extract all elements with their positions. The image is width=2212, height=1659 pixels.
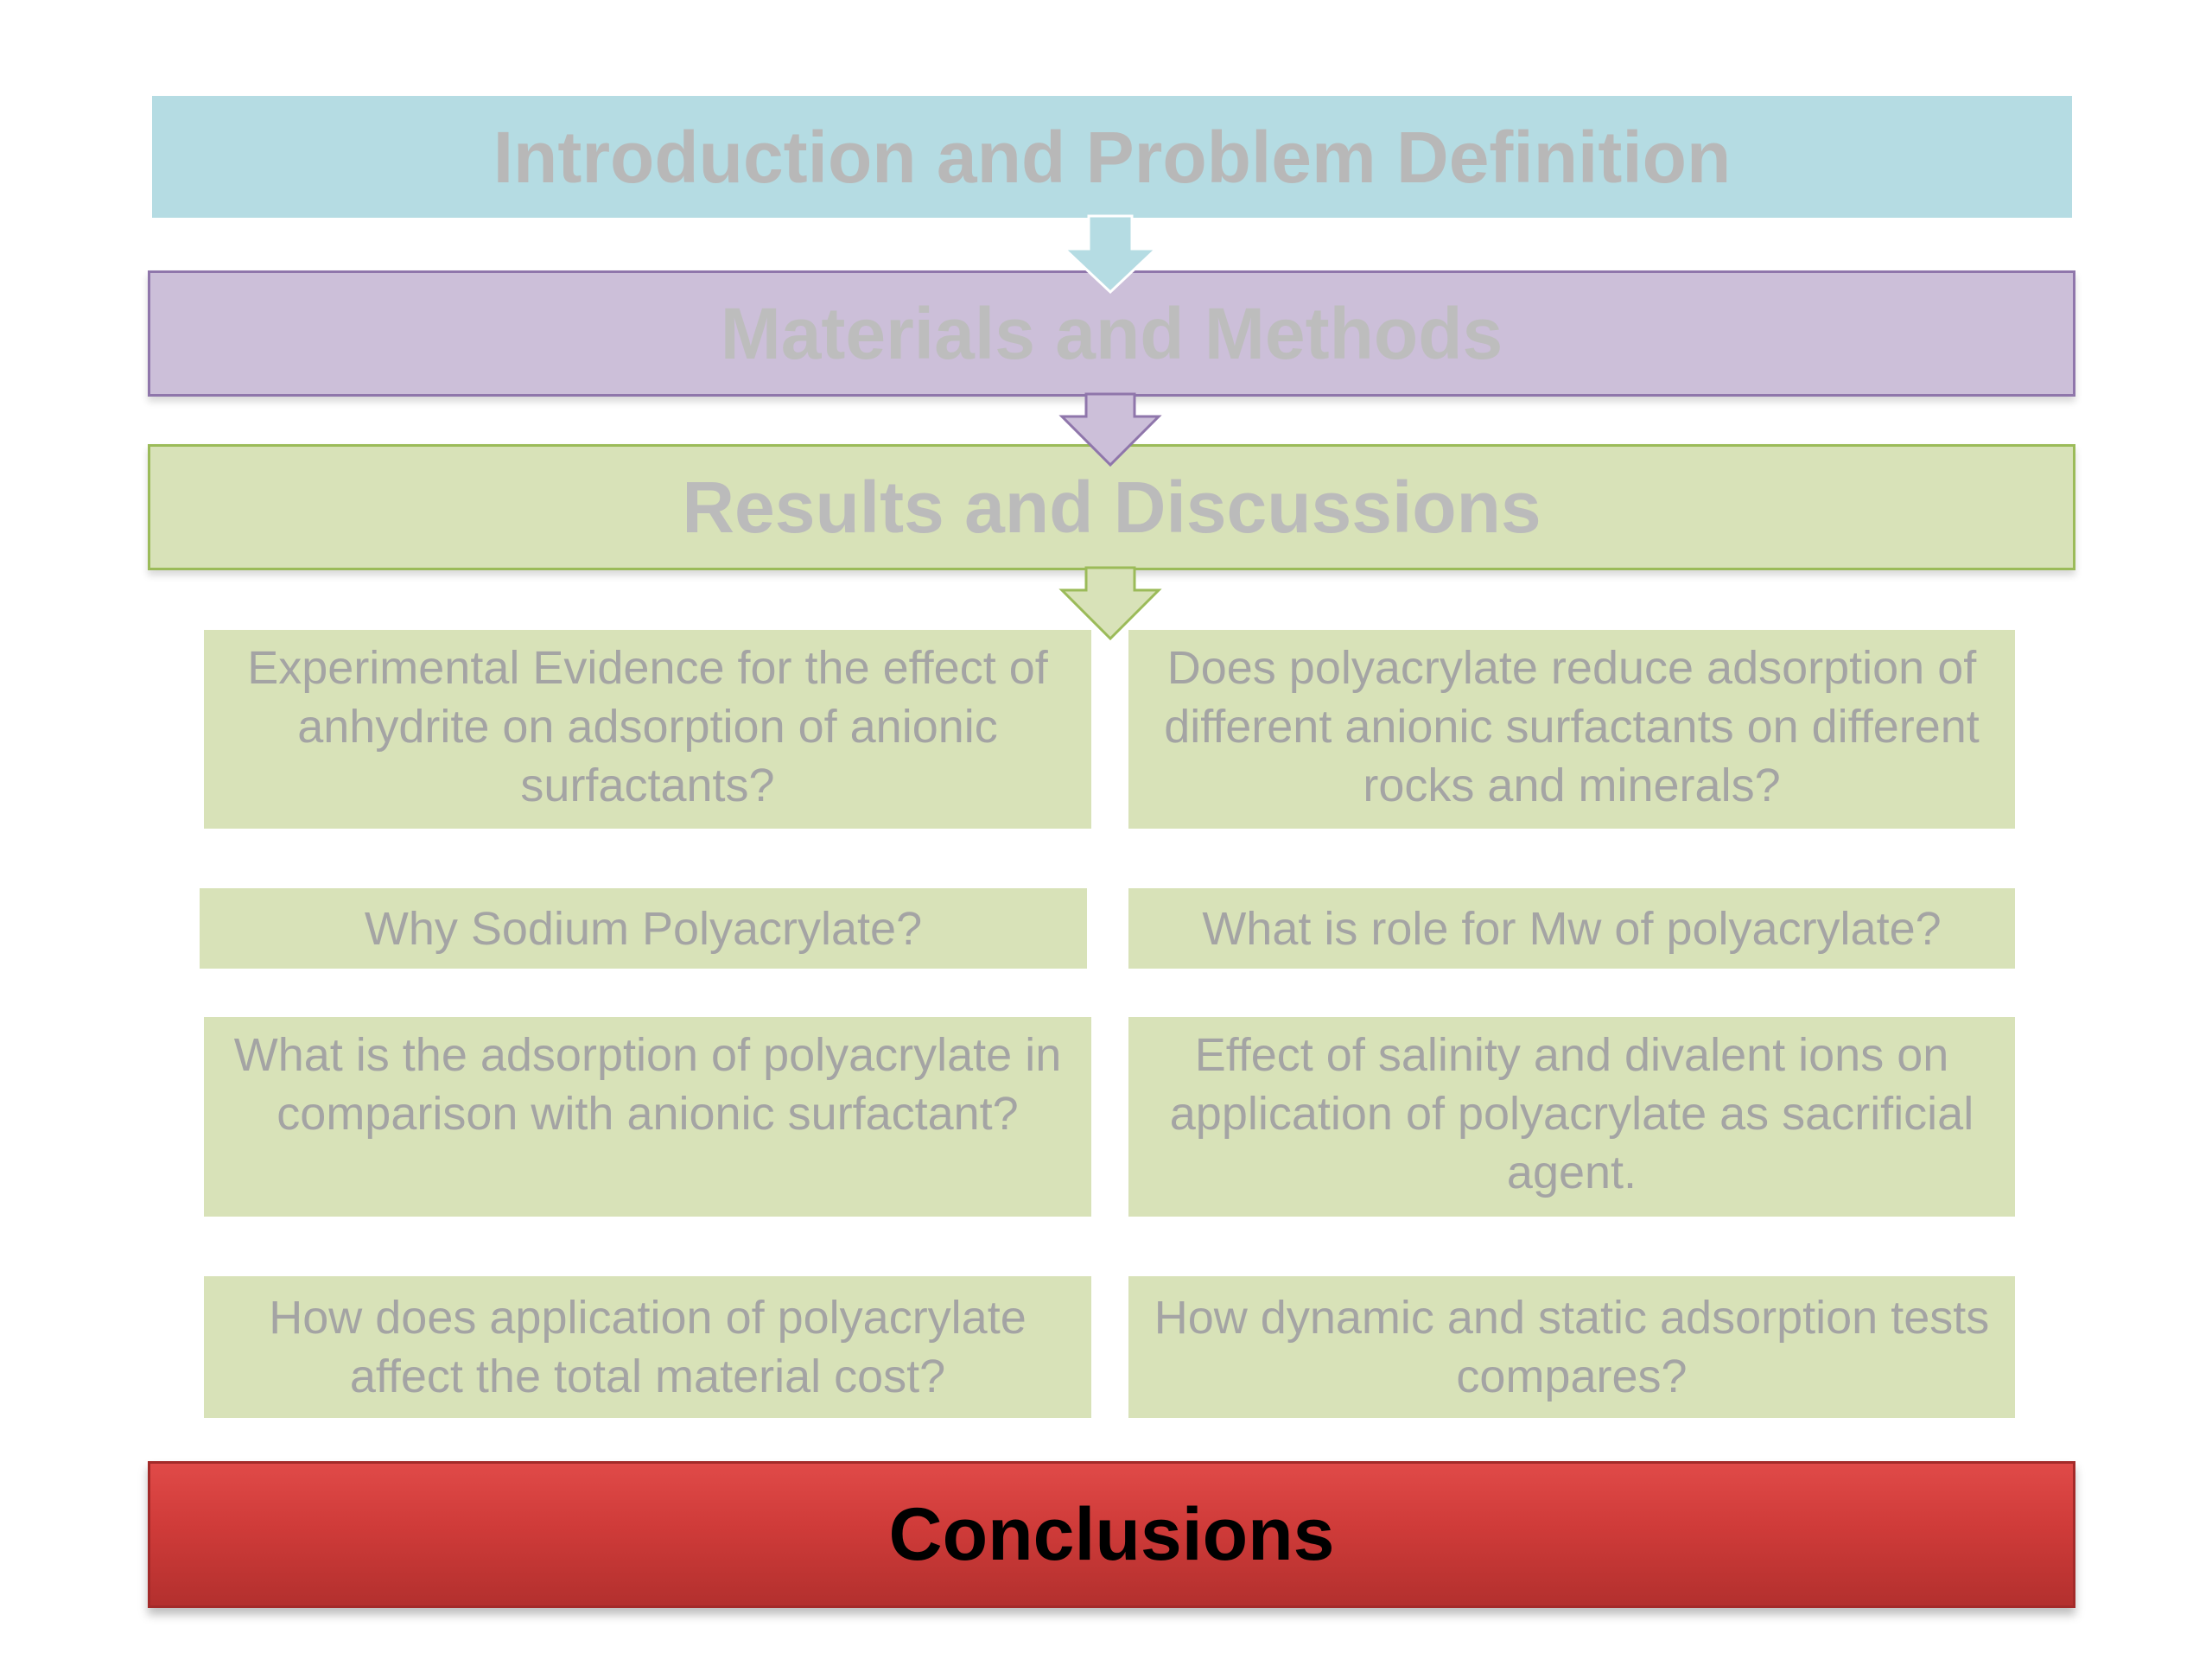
methods-label: Materials and Methods [720,293,1503,374]
arrow-methods-to-results [1058,392,1162,467]
arrow-results-to-questions [1058,566,1162,641]
question-box-material-cost: How does application of polyacrylate aff… [204,1276,1091,1418]
question-text: What is the adsorption of polyacrylate i… [233,1029,1062,1140]
question-text: What is role for Mw of polyacrylate? [1202,902,1942,955]
intro-label: Introduction and Problem Definition [493,116,1732,198]
question-box-salinity: Effect of salinity and divalent ions on … [1128,1017,2015,1217]
arrow-head-intro [1061,214,1160,295]
question-text: Does polyacrylate reduce adsorption of d… [1164,642,1980,811]
question-box-mw-role: What is role for Mw of polyacrylate? [1128,888,2015,969]
intro-stage: Introduction and Problem Definition [152,96,2072,218]
question-text: Why Sodium Polyacrylate? [364,902,923,955]
results-label: Results and Discussions [682,467,1541,548]
question-text: How dynamic and static adsorption tests … [1154,1292,1990,1402]
question-text: Effect of salinity and divalent ions on … [1169,1029,1974,1198]
question-box-sodium-polyacrylate: Why Sodium Polyacrylate? [200,888,1087,969]
conclusions-stage: Conclusions [148,1461,2075,1608]
question-text: Experimental Evidence for the effect of … [247,642,1048,811]
conclusions-label: Conclusions [888,1493,1335,1576]
question-text: How does application of polyacrylate aff… [269,1292,1027,1402]
question-box-dynamic-static: How dynamic and static adsorption tests … [1128,1276,2015,1418]
question-box-rocks-minerals: Does polyacrylate reduce adsorption of d… [1128,630,2015,829]
question-box-adsorption-comparison: What is the adsorption of polyacrylate i… [204,1017,1091,1217]
question-box-anhydrite: Experimental Evidence for the effect of … [204,630,1091,829]
